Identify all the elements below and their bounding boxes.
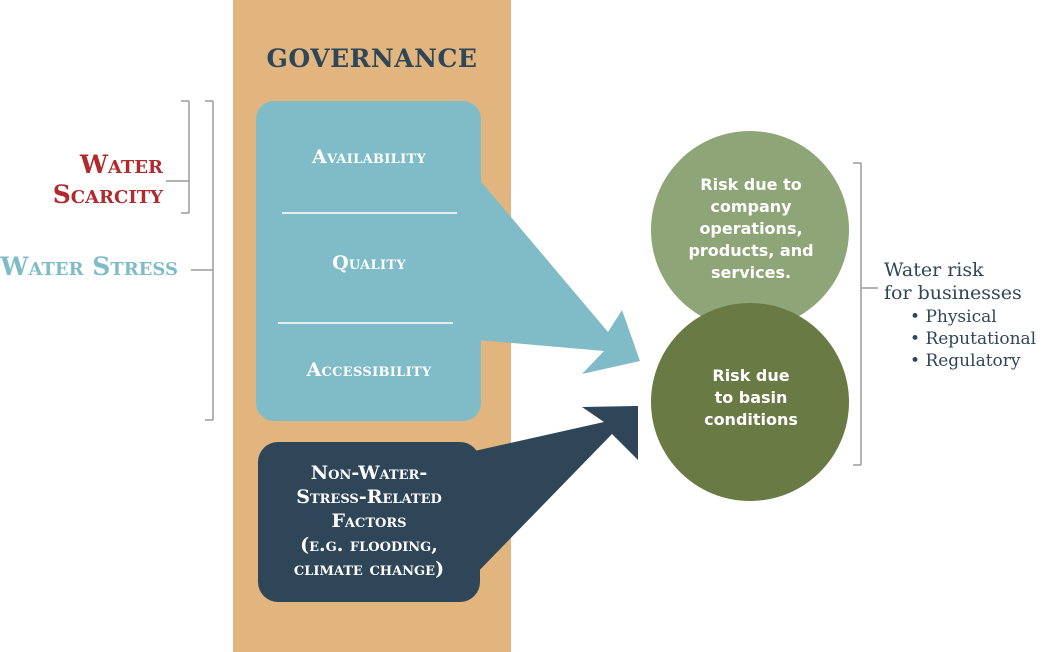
company-risk-text: Risk due to company operations, products… bbox=[662, 174, 840, 284]
quality-label: Quality bbox=[332, 252, 406, 274]
company-risk-circle bbox=[651, 131, 849, 329]
accessibility-label: Accessibility bbox=[306, 359, 432, 381]
water-stress-label: Water Stress bbox=[0, 252, 178, 281]
basin-risk-circle bbox=[651, 303, 849, 501]
non-water-line: climate change) bbox=[293, 558, 445, 580]
non-water-line: Stress-Related bbox=[296, 486, 442, 508]
basin-risk-line: conditions bbox=[704, 410, 798, 429]
water-scarcity-label: Water Scarcity bbox=[52, 150, 163, 209]
basin-risk-line: to basin bbox=[714, 388, 788, 407]
water-risk-bracket bbox=[853, 162, 878, 466]
company-risk-line: products, and bbox=[688, 241, 814, 260]
water-risk-types: Physical Reputational Regulatory bbox=[910, 306, 1036, 372]
availability-label: Availability bbox=[311, 146, 427, 168]
non-water-box-arrow bbox=[470, 406, 638, 580]
risk-type-regulatory: Regulatory bbox=[910, 350, 1036, 372]
non-water-box bbox=[258, 406, 638, 602]
water-box bbox=[256, 101, 640, 421]
non-water-line: Non-Water- bbox=[310, 462, 428, 484]
water-scarcity-bracket bbox=[166, 100, 190, 214]
water-risk-title: Water risk for businesses bbox=[884, 259, 1034, 305]
risk-type-physical: Physical bbox=[910, 306, 1036, 328]
governance-title: GOVERNANCE bbox=[266, 44, 478, 73]
non-water-line: Factors bbox=[331, 510, 407, 532]
basin-risk-text: Risk due to basin conditions bbox=[662, 365, 840, 431]
water-risk-title-line: for businesses bbox=[884, 282, 1022, 304]
company-risk-line: Risk due to bbox=[700, 175, 802, 194]
water-risk-title-line: Water risk bbox=[884, 259, 984, 281]
risk-type-reputational: Reputational bbox=[910, 328, 1036, 350]
company-risk-line: services. bbox=[710, 263, 792, 282]
non-water-factors-label: Non-Water- Stress-Related Factors (e.g. … bbox=[260, 461, 478, 581]
company-risk-line: operations, bbox=[699, 219, 803, 238]
non-water-line: (e.g. flooding, bbox=[300, 534, 438, 556]
basin-risk-line: Risk due bbox=[712, 366, 790, 385]
water-box-arrow bbox=[478, 178, 640, 374]
company-risk-line: company bbox=[710, 197, 792, 216]
water-stress-bracket bbox=[191, 100, 214, 421]
